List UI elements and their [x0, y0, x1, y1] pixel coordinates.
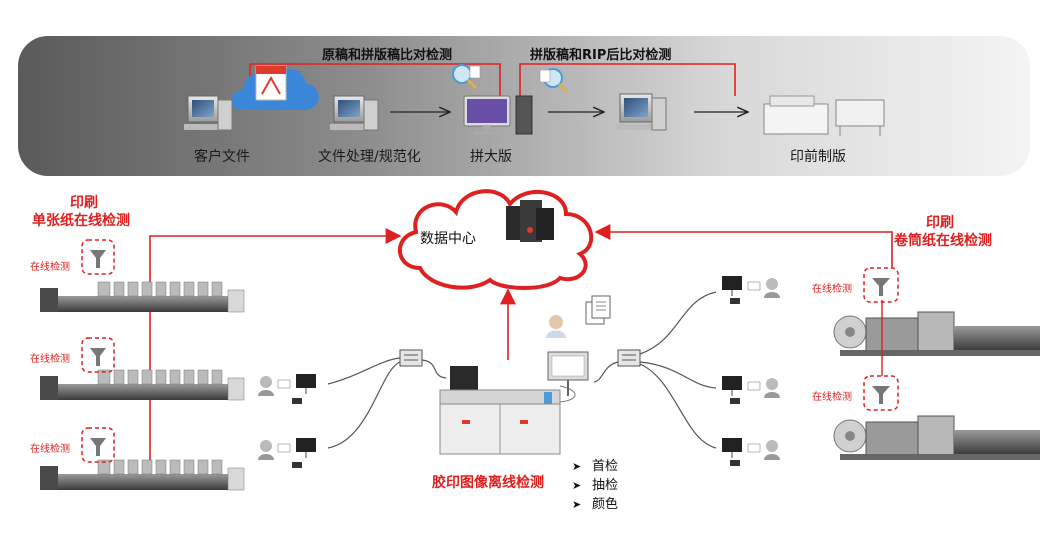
- operator-station-icon: [258, 374, 316, 404]
- desktop-computer-icon: [184, 95, 233, 131]
- bullet-arrow-icon: ➤: [572, 460, 582, 473]
- monitor-icon: [547, 351, 589, 396]
- right-section-title-line2: 卷筒纸在线检测: [894, 233, 992, 249]
- documents-icon: [585, 295, 611, 325]
- inline-camera-icon: [863, 267, 899, 303]
- inline-inspection-label: 在线检测: [30, 262, 70, 273]
- web-press: [833, 311, 1040, 356]
- left-section-title-line2: 单张纸在线检测: [32, 213, 130, 229]
- operator-station-icon: [722, 376, 780, 404]
- offline-inspection-label: 胶印图像离线检测: [432, 475, 544, 491]
- check-line-1: [249, 63, 501, 96]
- network-switch-icon: [399, 349, 423, 367]
- workflow-step-file-processing: 文件处理/规范化: [318, 149, 421, 165]
- check-label-imposition-vs-rip: 拼版稿和RIP后比对检测: [530, 48, 672, 63]
- feature-item: ➤颜色: [572, 497, 619, 512]
- left-section-title-line1: 印刷: [70, 195, 98, 211]
- magnifier-icon: [539, 68, 569, 94]
- feature-item: ➤抽检: [572, 478, 619, 493]
- desktop-computer-icon: [330, 95, 379, 131]
- network-cable: [327, 357, 401, 385]
- workflow-step-imposition: 拼大版: [470, 149, 512, 165]
- data-center-label: 数据中心: [420, 231, 476, 247]
- network-cable: [593, 361, 619, 383]
- sheet-fed-press: [40, 281, 245, 313]
- right-section-title-line1: 印刷: [926, 215, 954, 231]
- network-cable: [327, 361, 401, 449]
- operator-station-icon: [722, 438, 780, 466]
- operator-icon: [546, 315, 566, 338]
- inline-camera-icon: [863, 375, 899, 411]
- network-switch-icon: [617, 349, 641, 367]
- check-line-2: [519, 63, 736, 96]
- inline-camera-icon: [81, 337, 115, 373]
- left-to-cloud-arrow: [149, 228, 402, 300]
- offline-inspection-machine: [439, 366, 576, 455]
- network-cable: [639, 291, 717, 355]
- operator-station-icon: [722, 276, 780, 304]
- bullet-arrow-icon: ➤: [572, 479, 582, 492]
- inline-inspection-label: 在线检测: [812, 284, 852, 295]
- desktop-computer-icon: [616, 93, 667, 131]
- inline-camera-icon: [81, 427, 115, 463]
- plate-setter-icon: [763, 95, 885, 136]
- operator-station-icon: [258, 438, 316, 468]
- workflow-step-platemaking: 印前制版: [790, 149, 846, 165]
- workflow-step-client-files: 客户文件: [194, 149, 250, 165]
- web-press: [833, 415, 1040, 460]
- imac-computer-icon: [463, 95, 533, 135]
- sheet-fed-press: [40, 369, 245, 401]
- network-cable: [639, 361, 717, 389]
- check-label-original-vs-imposition: 原稿和拼版稿比对检测: [322, 48, 453, 63]
- pdf-cloud-icon: [231, 65, 319, 110]
- feature-list: ➤首检 ➤抽检 ➤颜色: [572, 457, 618, 514]
- network-cable: [421, 359, 447, 379]
- sheet-fed-press: [40, 459, 245, 491]
- inline-camera-icon: [81, 239, 115, 275]
- inline-inspection-label: 在线检测: [812, 392, 852, 403]
- magnifier-icon: [452, 64, 481, 90]
- server-icon: [506, 200, 554, 242]
- right-to-cloud-arrow: [594, 224, 893, 268]
- network-cable: [639, 363, 717, 449]
- feature-item: ➤首检: [572, 459, 619, 474]
- inline-inspection-label: 在线检测: [30, 354, 70, 365]
- inline-inspection-label: 在线检测: [30, 444, 70, 455]
- bullet-arrow-icon: ➤: [572, 498, 582, 511]
